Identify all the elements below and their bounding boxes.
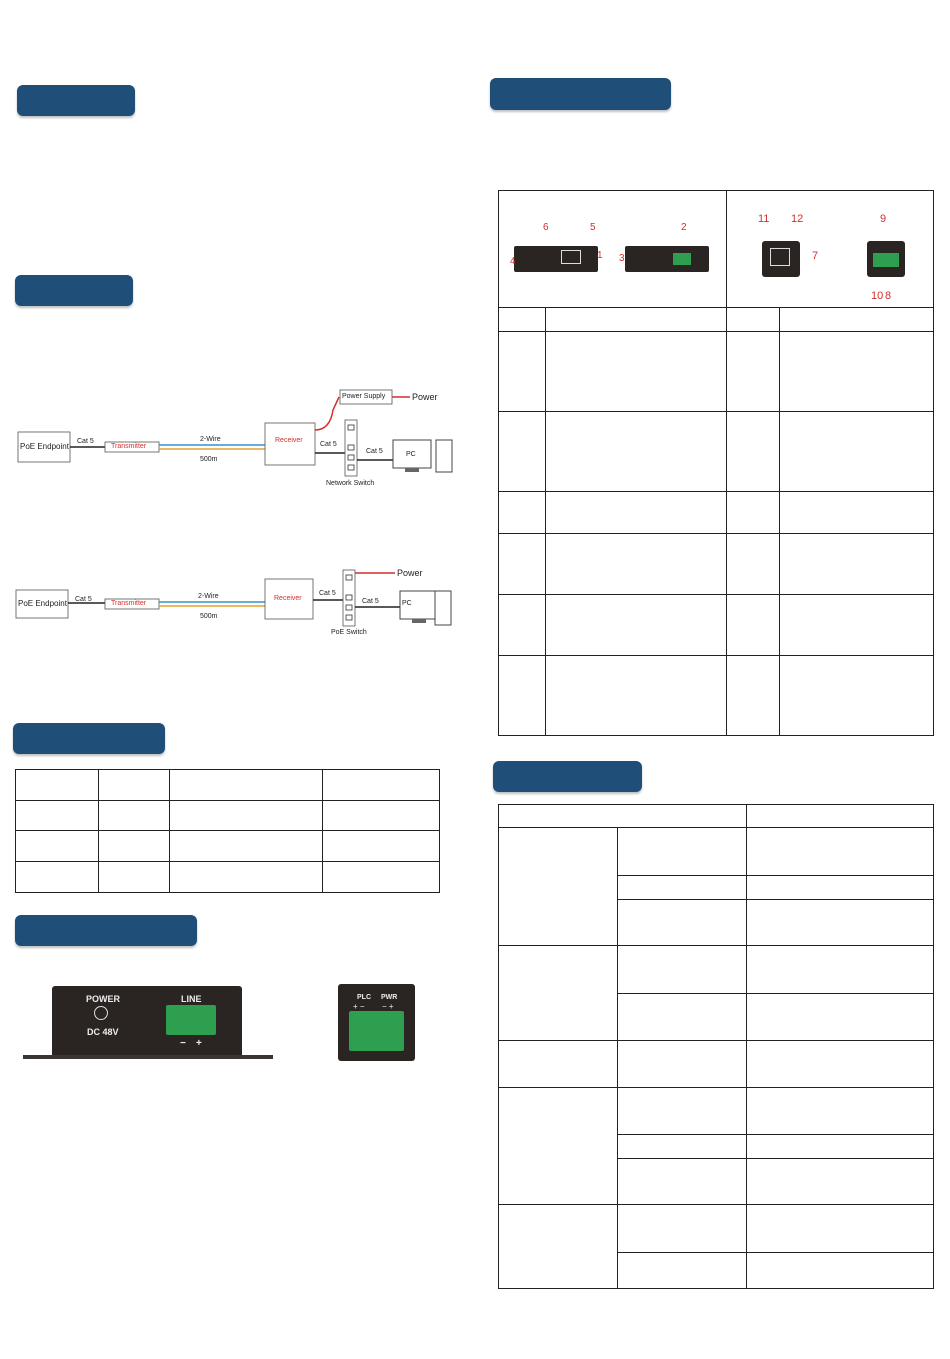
table-row bbox=[499, 1251, 934, 1290]
switch-box bbox=[342, 569, 356, 627]
diagram2-endpoint-label: PoE Endpoint bbox=[18, 599, 67, 608]
panel-pwr-polarity: − + bbox=[382, 1002, 394, 1011]
diagram1-cable2-label: Cat 5 bbox=[320, 441, 337, 448]
table-row bbox=[498, 594, 934, 656]
table-row bbox=[498, 411, 934, 492]
receiver-device-front bbox=[514, 246, 598, 272]
table-row bbox=[15, 800, 440, 831]
callout-3: 3 bbox=[619, 253, 625, 264]
panel-pwr-label: PWR bbox=[381, 994, 398, 1001]
callout-9: 9 bbox=[880, 213, 887, 225]
diagram1-pc-label: PC bbox=[406, 451, 416, 458]
endpoint-box bbox=[15, 589, 69, 619]
table-row bbox=[15, 830, 440, 862]
section-header-6 bbox=[493, 761, 642, 792]
diagram1-wire-label: 2-Wire bbox=[200, 436, 221, 443]
transmitter-box bbox=[104, 598, 160, 610]
table-row bbox=[498, 945, 934, 1042]
table-row bbox=[498, 331, 934, 412]
callout-1: 1 bbox=[597, 250, 603, 261]
section-header-4 bbox=[15, 915, 197, 946]
receiver-device-back bbox=[625, 246, 709, 272]
endpoint-box bbox=[17, 431, 71, 463]
connection-diagram-2 bbox=[15, 569, 452, 627]
callout-2: 2 bbox=[681, 222, 687, 233]
callout-10: 10 bbox=[871, 290, 884, 302]
callout-7: 7 bbox=[812, 250, 819, 262]
table-row bbox=[498, 1086, 934, 1205]
terminal-block-icon bbox=[673, 253, 691, 265]
table-row bbox=[498, 827, 934, 947]
diagram1-distance-label: 500m bbox=[200, 456, 218, 463]
diagram1-power-label: Power bbox=[412, 392, 438, 402]
diagram2-transmitter-label: Transmitter bbox=[111, 600, 147, 607]
receiver-box bbox=[264, 422, 316, 466]
dc-jack-icon bbox=[94, 1006, 108, 1020]
transmitter-box bbox=[104, 441, 160, 453]
callout-6: 6 bbox=[543, 222, 549, 233]
pc-monitor bbox=[399, 590, 439, 620]
diagram1-transmitter-label: Transmitter bbox=[111, 443, 147, 450]
section-header-3 bbox=[13, 723, 165, 754]
transmitter-device-front bbox=[762, 241, 800, 277]
callout-12: 12 bbox=[791, 213, 804, 225]
diagram1-endpoint-label: PoE Endpoint bbox=[20, 442, 69, 451]
table-row bbox=[498, 1040, 934, 1088]
diagram1-cable3-label: Cat 5 bbox=[366, 448, 383, 455]
pc-tower bbox=[435, 439, 453, 473]
panel-plc-polarity: + − bbox=[353, 1002, 365, 1011]
panel-line-label: LINE bbox=[181, 994, 202, 1004]
table-row bbox=[498, 491, 934, 534]
panel-plc-label: PLC bbox=[357, 994, 371, 1001]
diagram1-switch-label: Network Switch bbox=[326, 480, 375, 487]
receiver-box bbox=[264, 578, 314, 620]
section-header-2 bbox=[15, 275, 133, 306]
table-row bbox=[498, 533, 934, 595]
diagram1-receiver-label: Receiver bbox=[275, 437, 303, 444]
table-row bbox=[15, 861, 440, 893]
table-row bbox=[499, 1157, 934, 1205]
panel-line-plus: + bbox=[196, 1038, 202, 1049]
table-row bbox=[498, 803, 934, 829]
rj45-port-icon bbox=[561, 250, 581, 264]
diagram2-cable1-label: Cat 5 bbox=[75, 596, 92, 603]
spec-table bbox=[498, 803, 934, 1290]
table-row bbox=[15, 769, 440, 801]
switch-box bbox=[344, 419, 358, 477]
transmitter-rj45-icon bbox=[770, 248, 790, 266]
diagram1-cable1-label: Cat 5 bbox=[77, 438, 94, 445]
diagram2-receiver-label: Receiver bbox=[274, 595, 302, 602]
transmitter-terminal-icon bbox=[873, 253, 899, 267]
line-terminal-icon bbox=[166, 1005, 216, 1035]
diagram2-pc-label: PC bbox=[402, 600, 412, 607]
diagram2-power-label: Power bbox=[397, 568, 423, 578]
plc-pwr-terminal-icon bbox=[349, 1011, 404, 1051]
table-row bbox=[498, 655, 934, 736]
table-row bbox=[499, 899, 934, 947]
diagram1-power-supply-label: Power Supply bbox=[342, 393, 386, 400]
callout-8: 8 bbox=[885, 290, 892, 302]
section-header-5 bbox=[490, 78, 671, 110]
diagram2-cable3-label: Cat 5 bbox=[362, 598, 379, 605]
table-row bbox=[499, 1133, 934, 1159]
diagram2-distance-label: 500m bbox=[200, 613, 218, 620]
callout-11: 11 bbox=[758, 213, 770, 225]
connection-diagram-1 bbox=[17, 389, 453, 477]
pc-tower bbox=[434, 590, 452, 626]
panel-line-minus: − bbox=[180, 1038, 186, 1049]
table-row bbox=[499, 993, 934, 1042]
pc-monitor bbox=[392, 439, 432, 469]
diagram2-switch-label: PoE Switch bbox=[331, 629, 367, 636]
callout-5: 5 bbox=[590, 222, 596, 233]
panel-dc-label: DC 48V bbox=[87, 1027, 119, 1037]
diagram2-cable2-label: Cat 5 bbox=[319, 590, 336, 597]
panel-power-label: POWER bbox=[86, 994, 121, 1004]
left-table bbox=[15, 769, 440, 893]
section-header-1 bbox=[17, 85, 135, 116]
table-row bbox=[498, 1203, 934, 1290]
table-row bbox=[498, 307, 934, 332]
callout-4: 4 bbox=[510, 256, 516, 267]
receiver-panel-base bbox=[23, 1055, 273, 1059]
diagram2-wire-label: 2-Wire bbox=[198, 593, 219, 600]
